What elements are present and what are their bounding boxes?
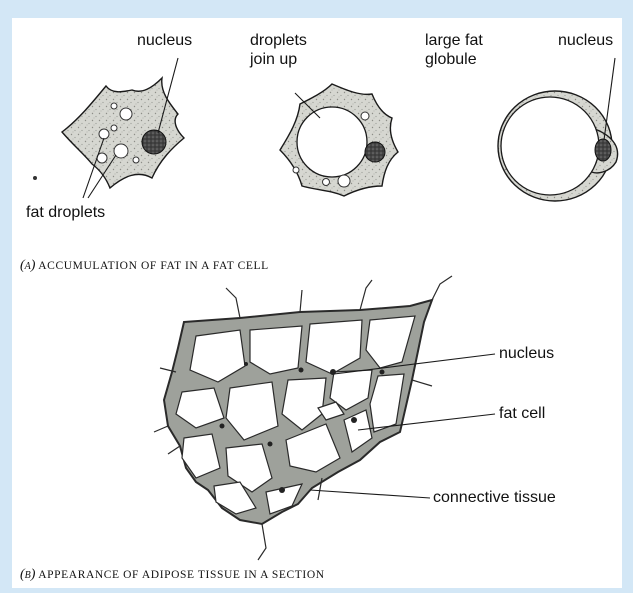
label-nucleus-cell-3: nucleus: [558, 31, 613, 50]
label-fat-droplets: fat droplets: [26, 203, 105, 222]
caption-b: (b) APPEARANCE OF ADIPOSE TISSUE IN A SE…: [20, 567, 325, 583]
label-droplets-join-up: droplets join up: [250, 31, 307, 69]
nucleus-cell-2: [365, 142, 385, 162]
label-nucleus-tissue: nucleus: [499, 344, 554, 363]
label-fat-cell: fat cell: [499, 404, 545, 423]
large-fat-globule: [501, 97, 599, 195]
caption-a: (a) ACCUMULATION OF FAT IN A FAT CELL: [20, 258, 269, 274]
joined-droplet: [297, 107, 367, 177]
speck: [33, 176, 37, 180]
label-connective-tissue: connective tissue: [433, 488, 556, 507]
nucleus-cell-1: [142, 130, 166, 154]
label-nucleus-cell-1: nucleus: [137, 31, 192, 50]
nucleus-cell-3: [595, 139, 611, 161]
label-large-fat-globule: large fat globule: [425, 31, 483, 69]
